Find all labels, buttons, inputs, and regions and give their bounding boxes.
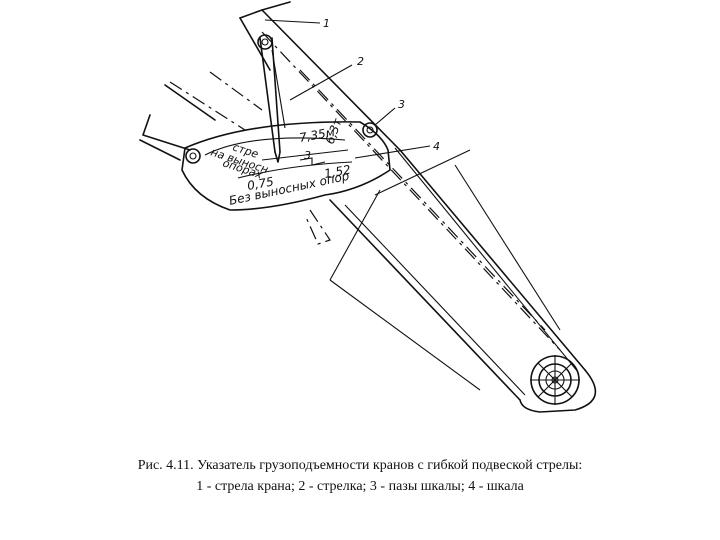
crane-boom	[239, 1, 597, 413]
left-bracket	[139, 81, 246, 161]
slot-right	[362, 122, 378, 138]
scale-plate	[181, 121, 391, 211]
scale-value-load-top: 6,3т	[323, 116, 345, 146]
callout-2: 2	[357, 55, 364, 68]
scale-value-load-bottom: 0,75	[246, 175, 275, 193]
top-pivot	[257, 34, 273, 50]
leader-lines	[264, 19, 431, 159]
scale-value-small: 3	[304, 149, 311, 162]
slot-left	[185, 148, 201, 164]
pivots	[185, 34, 378, 164]
figure-caption: Рис. 4.11. Указатель грузоподъемности кр…	[0, 455, 720, 497]
pointer-arm	[259, 37, 286, 163]
caption-line-1: Рис. 4.11. Указатель грузоподъемности кр…	[137, 458, 583, 473]
caption-line-2: 1 - стрела крана; 2 - стрелка; 3 - пазы …	[196, 479, 524, 494]
boom-tip-sheave	[530, 355, 580, 405]
scale-value-radius-mid: 1,52	[323, 163, 352, 181]
scale-value-radius-top: 7,35м	[298, 125, 336, 145]
callout-1: 1	[323, 17, 330, 30]
center-lines	[209, 31, 561, 351]
callout-3: 3	[398, 98, 405, 111]
callout-4: 4	[433, 140, 440, 153]
